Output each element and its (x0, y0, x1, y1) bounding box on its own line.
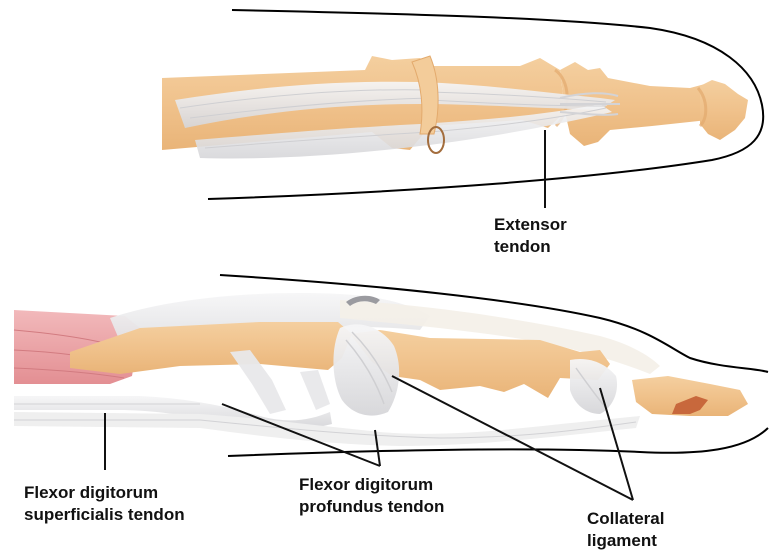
collateral-ligament-label-line1: Collateral (587, 508, 664, 530)
dip-joint-ligament (570, 359, 617, 414)
collateral-ligament-label: Collateral ligament (587, 508, 664, 552)
extensor-tendon-label: Extensor tendon (494, 214, 567, 258)
flexor-profundus-label: Flexor digitorum profundus tendon (299, 474, 444, 518)
flexor-profundus-label-line2: profundus tendon (299, 496, 444, 518)
collateral-leader-line (600, 388, 633, 500)
lateral-view (14, 275, 768, 456)
collateral-ligament-label-line2: ligament (587, 530, 664, 552)
flexor-superficialis-label: Flexor digitorum superficialis tendon (24, 482, 185, 526)
extensor-tendon-label-line2: tendon (494, 236, 567, 258)
extensor-tendon-label-line1: Extensor (494, 214, 567, 236)
dorsal-view (162, 10, 763, 199)
flexor-superficialis-label-line1: Flexor digitorum (24, 482, 185, 504)
flexor-profundus-label-line1: Flexor digitorum (299, 474, 444, 496)
flexor-superficialis-label-line2: superficialis tendon (24, 504, 185, 526)
